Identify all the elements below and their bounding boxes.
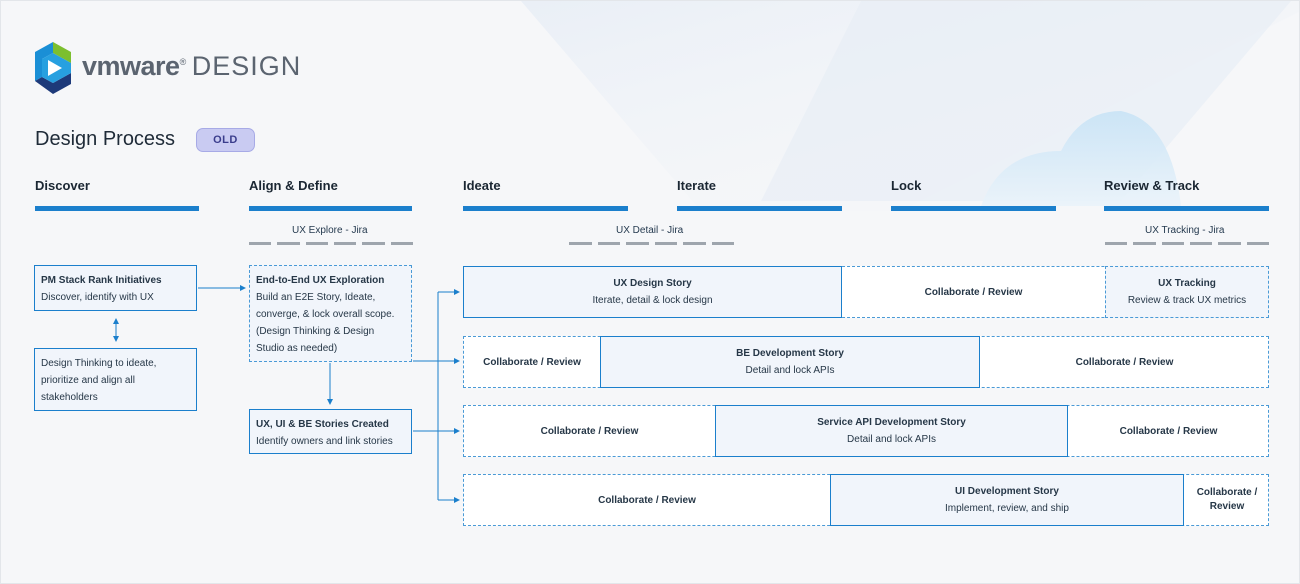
- vmware-logo-icon: [35, 42, 71, 94]
- be-development-story-box: BE Development Story Detail and lock API…: [600, 336, 980, 388]
- ui-development-story-box: UI Development Story Implement, review, …: [830, 474, 1184, 526]
- track-dashes-ux-tracking: [1105, 242, 1269, 245]
- logo-wordmark: vmware®DESIGN: [82, 51, 302, 81]
- be-development-story-title: BE Development Story: [736, 348, 844, 359]
- phase-bar-align-define: [249, 206, 412, 211]
- phase-title-lock: Lock: [891, 178, 922, 193]
- row2-collaborate-right-label: Collaborate / Review: [1075, 356, 1174, 368]
- phase-title-review-track: Review & Track: [1104, 178, 1200, 193]
- ui-development-story-title: UI Development Story: [955, 486, 1059, 497]
- phase-title-ideate: Ideate: [463, 178, 501, 193]
- phase-bar-review-track: [1104, 206, 1269, 211]
- row2-collaborate-left-label: Collaborate / Review: [483, 356, 581, 368]
- vmware-design-logo: vmware®DESIGN: [34, 41, 304, 95]
- track-dashes-ux-explore: [249, 242, 413, 245]
- ux-tracking-box: UX Tracking Review & track UX metrics: [1105, 266, 1269, 318]
- row3-collaborate-right-label: Collaborate / Review: [1119, 425, 1218, 437]
- service-api-story-title: Service API Development Story: [817, 417, 966, 428]
- ui-development-story-body: Implement, review, and ship: [945, 503, 1069, 514]
- pm-stack-body: Discover, identify with UX: [41, 292, 154, 303]
- row4-collaborate-right: Collaborate / Review: [1185, 481, 1269, 519]
- phase-title-iterate: Iterate: [677, 178, 717, 193]
- stories-created-box: UX, UI & BE Stories Created Identify own…: [249, 409, 412, 454]
- status-badge: OLD: [196, 128, 255, 152]
- phase-bar-ideate: [463, 206, 628, 211]
- row4-collaborate-left: Collaborate / Review: [464, 475, 830, 525]
- e2e-exploration-box: End-to-End UX Exploration Build an E2E S…: [249, 265, 412, 362]
- e2e-title: End-to-End UX Exploration: [256, 275, 385, 286]
- row3-collaborate-right: Collaborate / Review: [1069, 406, 1268, 456]
- pm-stack-title: PM Stack Rank Initiatives: [41, 275, 162, 286]
- logo-design-text: DESIGN: [191, 51, 302, 81]
- ux-tracking-body: Review & track UX metrics: [1127, 295, 1247, 306]
- phase-title-align-define: Align & Define: [249, 178, 338, 193]
- stories-created-body: Identify owners and link stories: [256, 436, 393, 447]
- e2e-body: Build an E2E Story, Ideate, converge, & …: [256, 292, 395, 354]
- phase-bar-discover: [35, 206, 199, 211]
- row4-collaborate-left-label: Collaborate / Review: [598, 494, 696, 506]
- row1-collaborate-label: Collaborate / Review: [924, 286, 1023, 298]
- row3-collaborate-left-label: Collaborate / Review: [540, 425, 639, 437]
- service-api-story-box: Service API Development Story Detail and…: [715, 405, 1068, 457]
- row2-collaborate-right: Collaborate / Review: [981, 337, 1268, 387]
- track-label-ux-detail: UX Detail - Jira: [616, 225, 684, 236]
- phase-bar-iterate: [677, 206, 842, 211]
- ux-design-story-body: Iterate, detail & lock design: [592, 295, 713, 306]
- be-development-story-body: Detail and lock APIs: [745, 365, 835, 376]
- phase-title-discover: Discover: [35, 178, 90, 193]
- page-title: Design Process: [35, 128, 176, 150]
- design-thinking-box: Design Thinking to ideate, prioritize an…: [34, 348, 197, 411]
- service-api-story-body: Detail and lock APIs: [847, 434, 936, 445]
- track-dashes-ux-detail: [569, 242, 734, 245]
- row1-collaborate-review: Collaborate / Review: [843, 267, 1104, 317]
- ux-design-story-title: UX Design Story: [613, 278, 692, 289]
- track-label-ux-explore: UX Explore - Jira: [292, 225, 368, 236]
- design-thinking-body: Design Thinking to ideate, prioritize an…: [41, 358, 157, 403]
- pm-stack-rank-box: PM Stack Rank Initiatives Discover, iden…: [34, 265, 197, 311]
- phase-bar-lock: [891, 206, 1056, 211]
- stories-created-title: UX, UI & BE Stories Created: [256, 419, 389, 430]
- row3-collaborate-left: Collaborate / Review: [464, 406, 715, 456]
- ux-tracking-title: UX Tracking: [1158, 278, 1216, 289]
- row2-collaborate-left: Collaborate / Review: [464, 337, 600, 387]
- logo-vmware-text: vmware: [82, 51, 180, 81]
- row4-collaborate-right-label: Collaborate / Review: [1196, 487, 1258, 512]
- ux-design-story-box: UX Design Story Iterate, detail & lock d…: [463, 266, 842, 318]
- track-label-ux-tracking: UX Tracking - Jira: [1145, 225, 1225, 236]
